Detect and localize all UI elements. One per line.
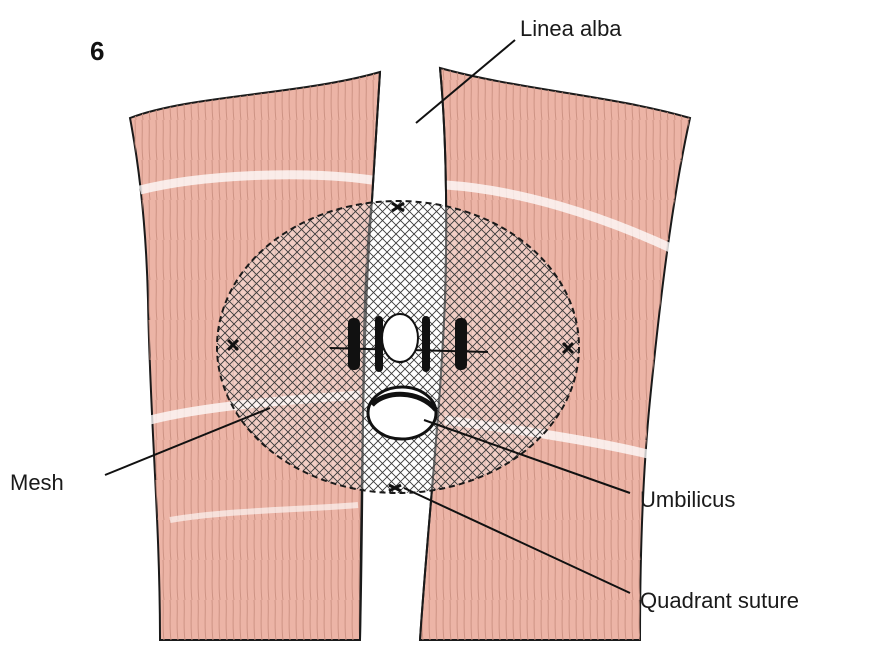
label-linea-alba: Linea alba <box>520 16 622 42</box>
label-quadrant-suture: Quadrant suture <box>640 588 799 614</box>
label-umbilicus: Umbilicus <box>640 487 735 513</box>
umbilicus <box>368 387 436 439</box>
figure-number: 6 <box>90 36 104 67</box>
label-mesh: Mesh <box>10 470 64 496</box>
